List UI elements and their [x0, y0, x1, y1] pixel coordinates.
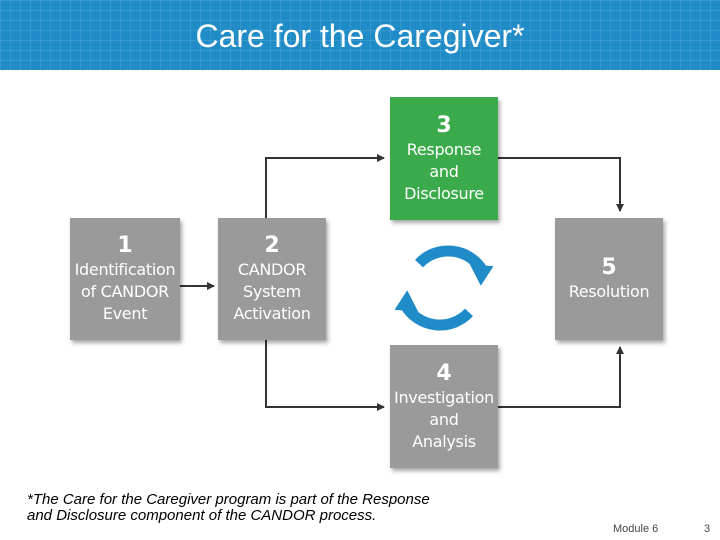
- module-label: Module 6: [613, 523, 659, 535]
- step-3-box: 3 Response and Disclosure: [390, 97, 498, 220]
- step-label: CANDOR System Activation: [233, 260, 311, 323]
- page-number: 3: [704, 523, 711, 535]
- step-number: 1: [117, 233, 133, 258]
- step-label: Resolution: [568, 282, 650, 301]
- step-label: Investigation and Analysis: [394, 387, 494, 451]
- step-label: Identification of CANDOR Event: [74, 260, 176, 323]
- step-number: 3: [436, 112, 452, 138]
- cycle-icon: [394, 245, 494, 331]
- step-label: Response and Disclosure: [404, 139, 484, 203]
- connector-2-to-4: [265, 340, 385, 411]
- title-bar: Care for the Caregiver*: [0, 0, 720, 70]
- step-4-box: 4 Investigation and Analysis: [390, 345, 498, 468]
- step-number: 4: [436, 360, 452, 386]
- connector-4-to-5: [498, 346, 624, 408]
- step-1-box: 1 Identification of CANDOR Event: [70, 218, 180, 340]
- step-number: 2: [264, 233, 280, 258]
- step-2-box: 2 CANDOR System Activation: [218, 218, 326, 340]
- step-number: 5: [601, 255, 617, 280]
- slide-title: Care for the Caregiver*: [195, 18, 525, 54]
- footnote: *The Care for the Caregiver program is p…: [27, 491, 430, 524]
- connector-2-to-3: [265, 154, 385, 218]
- step-5-box: 5 Resolution: [555, 218, 663, 340]
- connector-3-to-5: [498, 157, 624, 212]
